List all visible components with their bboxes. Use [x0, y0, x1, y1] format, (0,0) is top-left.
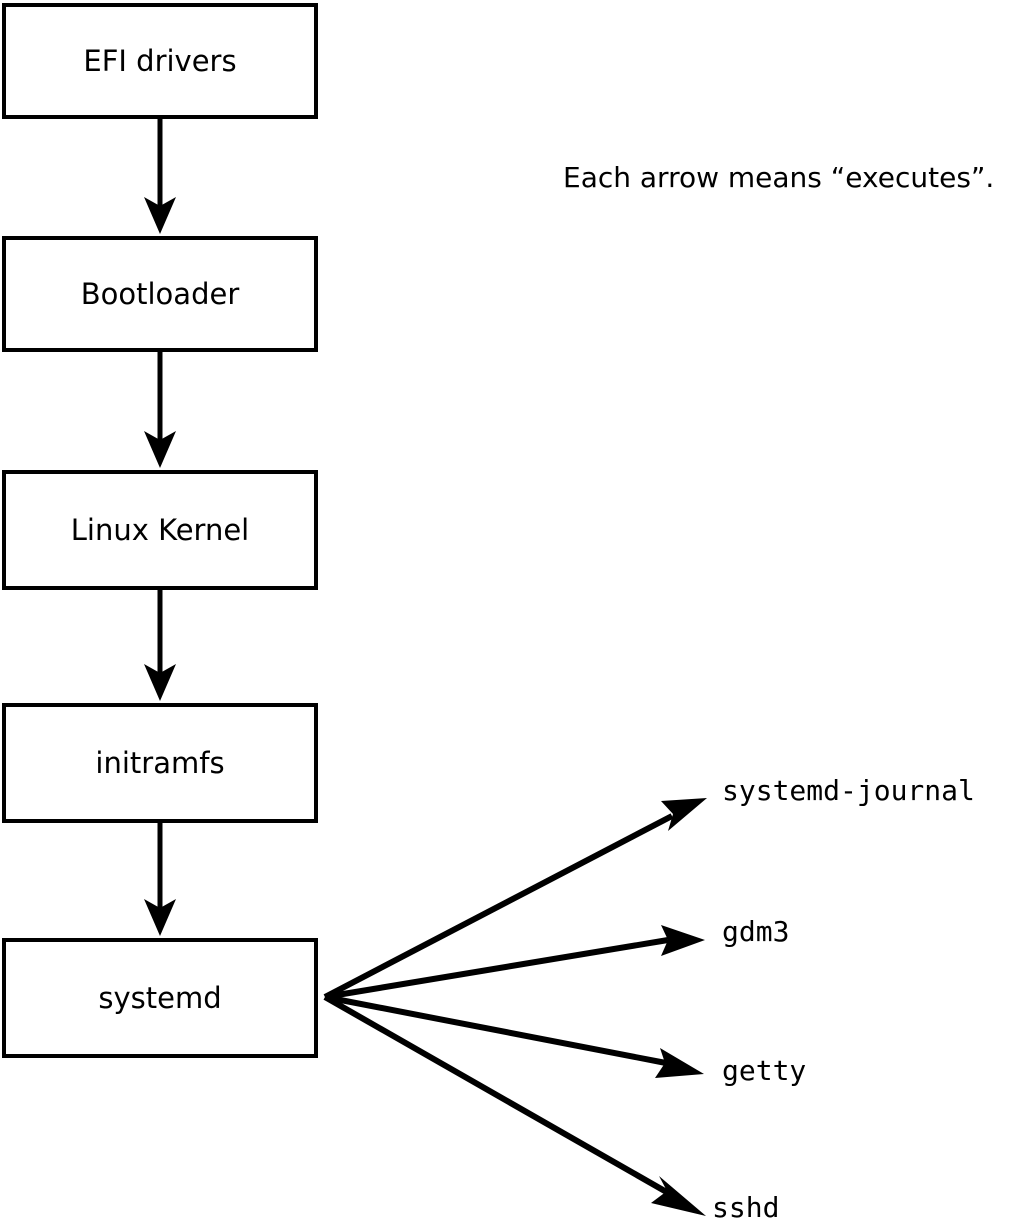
node-label-bootloader: Bootloader: [80, 276, 240, 311]
arrow-systemd-to-systemd-journal: [323, 798, 707, 1000]
node-efi-drivers[interactable]: EFI drivers: [2, 3, 318, 119]
node-linux-kernel[interactable]: Linux Kernel: [2, 470, 318, 590]
node-initramfs[interactable]: initramfs: [2, 703, 318, 823]
arrow-systemd-to-sshd: [323, 994, 706, 1216]
legend-note: Each arrow means “executes”.: [563, 161, 995, 194]
arrow-kernel-to-initramfs: [144, 590, 176, 701]
service-label-sshd[interactable]: sshd: [712, 1191, 780, 1224]
arrow-efi-to-bootloader: [144, 119, 176, 234]
service-label-getty[interactable]: getty: [722, 1054, 807, 1087]
service-label-gdm3[interactable]: gdm3: [722, 915, 790, 948]
node-label-efi-drivers: EFI drivers: [83, 43, 237, 78]
node-systemd[interactable]: systemd: [2, 938, 318, 1058]
arrow-initramfs-to-systemd: [144, 823, 176, 936]
arrow-systemd-to-getty: [324, 994, 704, 1078]
arrow-systemd-to-gdm3: [324, 925, 705, 1000]
node-label-initramfs: initramfs: [95, 745, 225, 780]
node-bootloader[interactable]: Bootloader: [2, 236, 318, 352]
node-label-linux-kernel: Linux Kernel: [70, 512, 250, 547]
arrow-bootloader-to-kernel: [144, 352, 176, 468]
service-label-systemd-journal[interactable]: systemd-journal: [722, 774, 975, 807]
node-label-systemd: systemd: [98, 980, 222, 1015]
